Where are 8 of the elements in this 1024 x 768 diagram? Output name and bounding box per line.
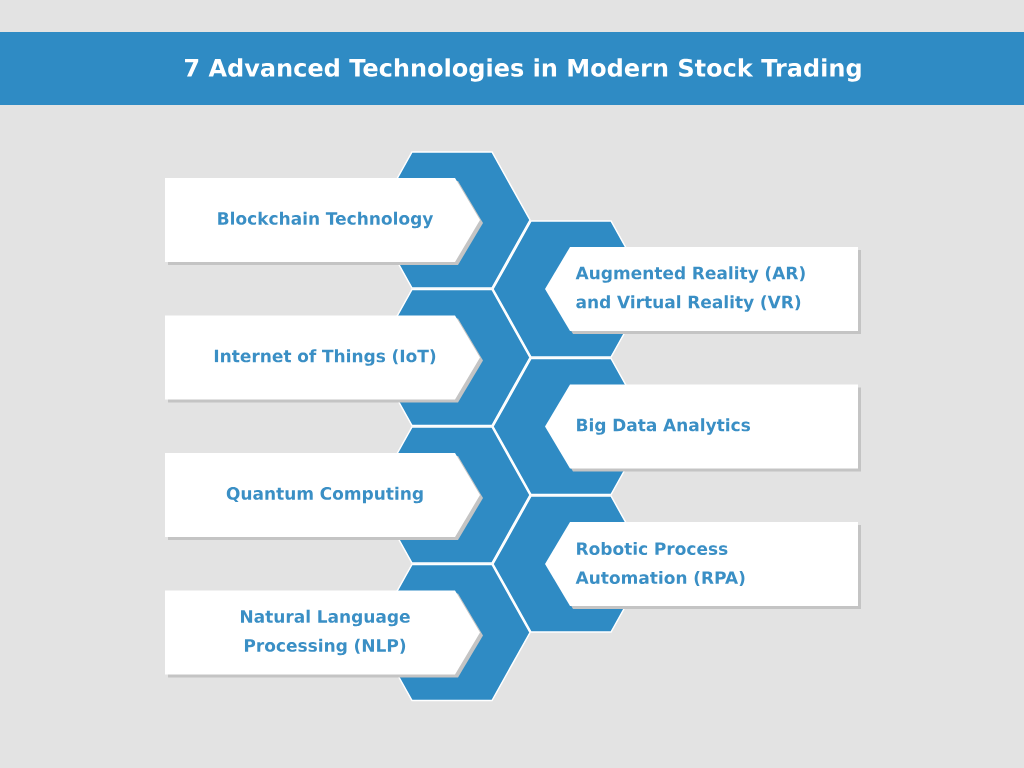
- label-box: Natural Language Processing (NLP): [165, 590, 483, 678]
- title-bar: 7 Advanced Technologies in Modern Stock Trading: [0, 32, 1024, 105]
- label-box: Robotic Process Automation (RPA): [545, 522, 861, 609]
- label-box: Blockchain Technology: [165, 178, 483, 265]
- label-box: Big Data Analytics: [545, 384, 861, 472]
- label-box: Quantum Computing: [165, 453, 483, 540]
- label-box: Internet of Things (IoT): [165, 315, 483, 403]
- label-box: Augmented Reality (AR) and Virtual Reality (VR): [545, 247, 861, 334]
